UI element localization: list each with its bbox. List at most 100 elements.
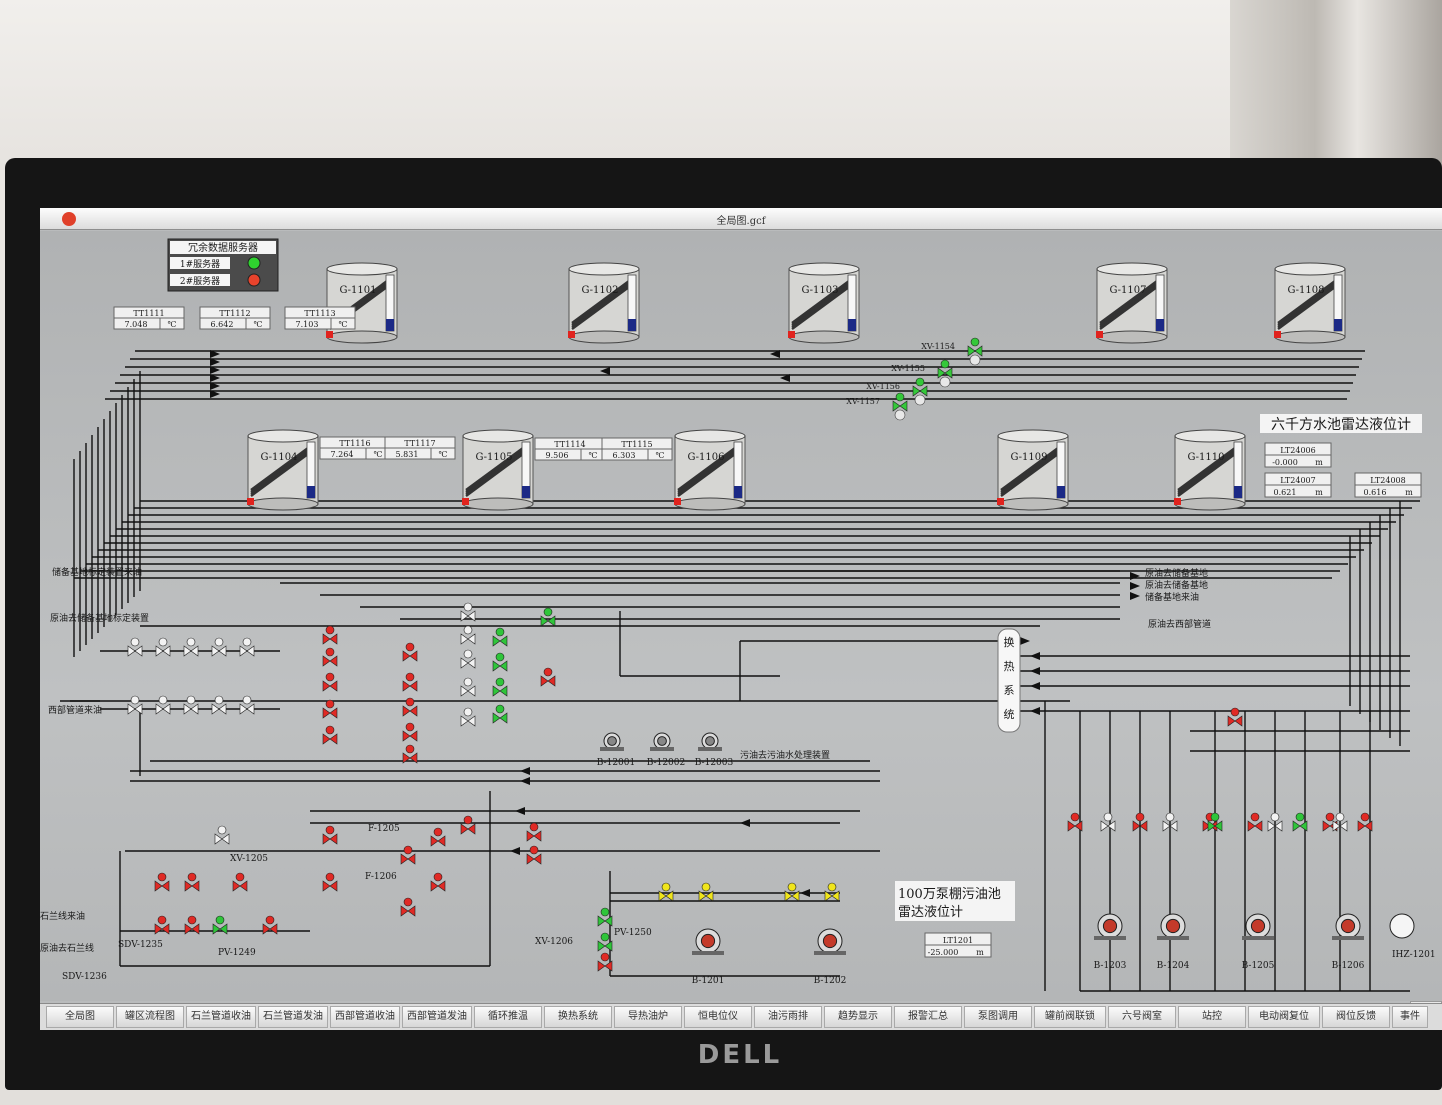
pump-valve[interactable] <box>1267 812 1283 832</box>
pump[interactable]: B-12003 <box>695 732 734 768</box>
filter-valve[interactable] <box>460 707 476 727</box>
storage-tank[interactable]: G-1101 <box>326 262 398 344</box>
pump-inlet-valve[interactable] <box>824 882 840 902</box>
sewage-valve[interactable] <box>1227 707 1243 727</box>
pv1250-valve[interactable] <box>597 907 613 927</box>
storage-tank[interactable]: G-1102 <box>568 262 640 344</box>
nav-button[interactable]: 阀位反馈 <box>1322 1006 1390 1028</box>
nav-button[interactable]: 西部管道发油 <box>402 1006 472 1028</box>
pump[interactable]: B-1206 <box>1332 913 1365 971</box>
ctrl-valve[interactable] <box>540 607 556 627</box>
filter-valve-green[interactable] <box>492 652 508 672</box>
shilan-valve[interactable] <box>322 872 338 892</box>
storage-tank[interactable]: G-1108 <box>1274 262 1346 344</box>
pump-inlet-valve[interactable] <box>658 882 674 902</box>
pv1250-valve[interactable] <box>597 932 613 952</box>
storage-tank[interactable]: G-1103 <box>788 262 860 344</box>
pump-inlet-valve[interactable] <box>698 882 714 902</box>
storage-tank[interactable]: G-1105 <box>462 429 534 511</box>
shilan-valve[interactable] <box>184 872 200 892</box>
nav-button[interactable]: 报警汇总 <box>894 1006 962 1028</box>
filter-valve-green[interactable] <box>492 704 508 724</box>
heat-exchange-system[interactable]: 换热系统 <box>997 628 1021 733</box>
pump-valve[interactable] <box>1247 812 1263 832</box>
pump-valve[interactable] <box>1067 812 1083 832</box>
filter-valve-green[interactable] <box>492 677 508 697</box>
station-valve[interactable] <box>155 637 171 657</box>
station-valve[interactable] <box>127 637 143 657</box>
pump[interactable]: B-12002 <box>647 732 685 768</box>
pump[interactable]: B-1202 <box>814 928 847 986</box>
pump-valve[interactable] <box>1162 812 1178 832</box>
pump-valve[interactable] <box>1292 812 1308 832</box>
outlet-valve[interactable] <box>402 722 418 742</box>
nav-button[interactable]: 循环推温 <box>474 1006 542 1028</box>
pump[interactable]: B-1203 <box>1094 913 1127 971</box>
shilan-valve[interactable] <box>400 845 416 865</box>
station-valve[interactable] <box>211 637 227 657</box>
xv-valve[interactable] <box>967 337 983 357</box>
pump[interactable]: B-1201 <box>692 928 725 986</box>
nav-button[interactable]: 电动阀复位 <box>1248 1006 1320 1028</box>
storage-tank[interactable]: G-1104 <box>247 429 319 511</box>
station-valve[interactable] <box>155 695 171 715</box>
nav-button[interactable]: 趋势显示 <box>824 1006 892 1028</box>
station-valve[interactable] <box>239 695 255 715</box>
storage-tank[interactable]: G-1106 <box>674 429 746 511</box>
station-valve[interactable] <box>211 695 227 715</box>
inlet-valve[interactable] <box>322 699 338 719</box>
nav-button[interactable]: 六号阀室 <box>1108 1006 1176 1028</box>
shilan-valve[interactable] <box>460 815 476 835</box>
shilan-valve[interactable] <box>526 822 542 842</box>
nav-button[interactable]: 罐前阀联锁 <box>1034 1006 1106 1028</box>
shilan-valve[interactable] <box>154 915 170 935</box>
inlet-valve[interactable] <box>322 625 338 645</box>
inlet-valve[interactable] <box>322 672 338 692</box>
shilan-valve[interactable] <box>430 827 446 847</box>
pump-valve[interactable] <box>1332 812 1348 832</box>
nav-button[interactable]: 油污雨排 <box>754 1006 822 1028</box>
storage-tank[interactable]: G-1109 <box>997 429 1069 511</box>
shilan-valve[interactable] <box>322 825 338 845</box>
outlet-valve[interactable] <box>402 642 418 662</box>
shilan-valve[interactable] <box>400 897 416 917</box>
nav-button[interactable]: 事件 <box>1392 1006 1428 1028</box>
pump-inlet-valve[interactable] <box>784 882 800 902</box>
nav-button[interactable]: 西部管道收油 <box>330 1006 400 1028</box>
filter-valve[interactable] <box>460 602 476 622</box>
storage-tank[interactable]: G-1107 <box>1096 262 1168 344</box>
pump-valve[interactable] <box>1132 812 1148 832</box>
pump[interactable]: B-12001 <box>597 732 635 768</box>
pump-valve[interactable] <box>1357 812 1373 832</box>
pump-valve[interactable] <box>1100 812 1116 832</box>
nav-button[interactable]: 泵图调用 <box>964 1006 1032 1028</box>
shilan-valve[interactable] <box>262 915 278 935</box>
xv-valve[interactable] <box>892 392 908 412</box>
nav-button[interactable]: 站控 <box>1178 1006 1246 1028</box>
shilan-valve[interactable] <box>526 845 542 865</box>
ctrl-valve[interactable] <box>540 667 556 687</box>
pump-valve[interactable] <box>1207 812 1223 832</box>
outlet-valve[interactable] <box>402 697 418 717</box>
nav-button[interactable]: 石兰管道发油 <box>258 1006 328 1028</box>
shilan-valve[interactable] <box>232 872 248 892</box>
filter-valve-green[interactable] <box>492 627 508 647</box>
outlet-valve[interactable] <box>402 672 418 692</box>
pump[interactable]: B-1204 <box>1157 913 1190 971</box>
shilan-valve[interactable] <box>154 872 170 892</box>
pv1250-valve[interactable] <box>597 952 613 972</box>
station-valve[interactable] <box>183 695 199 715</box>
inlet-valve[interactable] <box>322 647 338 667</box>
nav-button[interactable]: 换热系统 <box>544 1006 612 1028</box>
shilan-valve[interactable] <box>184 915 200 935</box>
nav-button[interactable]: 全局图 <box>46 1006 114 1028</box>
xv1205-valve[interactable] <box>214 825 230 845</box>
nav-button[interactable]: 恒电位仪 <box>684 1006 752 1028</box>
station-valve[interactable] <box>127 695 143 715</box>
nav-button[interactable]: 石兰管道收油 <box>186 1006 256 1028</box>
xv-valve[interactable] <box>912 377 928 397</box>
pump[interactable]: B-1205 <box>1242 913 1275 971</box>
pv1249-valve[interactable] <box>212 915 228 935</box>
xv-valve[interactable] <box>937 359 953 379</box>
nav-button[interactable]: 罐区流程图 <box>116 1006 184 1028</box>
